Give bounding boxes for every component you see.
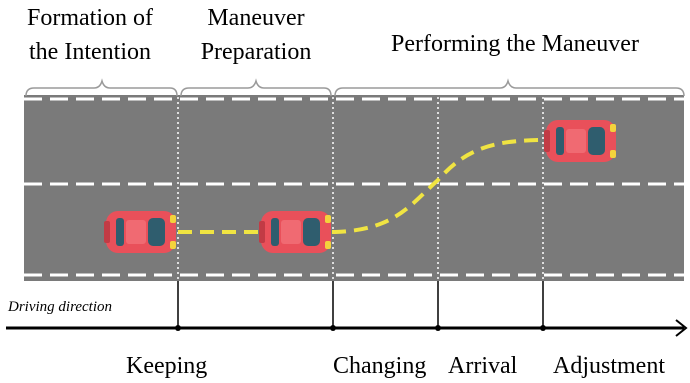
axis-markers: [175, 325, 546, 331]
phase-label-preparation-line2: Preparation: [200, 39, 312, 65]
car-final: [544, 120, 616, 162]
phase-label-formation-line1: Formation of: [27, 5, 153, 31]
phase-label-changing: Changing: [333, 353, 427, 379]
car-initial: [104, 211, 176, 253]
phase-braces: [25, 78, 685, 97]
car-prepared: [259, 211, 331, 253]
phase-label-formation-line2: the Intention: [29, 39, 151, 65]
brace-formation: [25, 78, 178, 97]
phase-label-arrival: Arrival: [448, 353, 518, 379]
phase-separators-axis: [177, 281, 544, 328]
phase-label-preparation-line1: Maneuver: [207, 5, 305, 31]
brace-preparation: [180, 78, 332, 97]
phase-label-adjustment: Adjustment: [553, 353, 665, 379]
trajectory-path: [178, 138, 546, 234]
phase-label-keeping: Keeping: [126, 353, 208, 379]
brace-performing: [334, 78, 685, 97]
phase-label-formation: Formation of the Intention: [4, 4, 176, 66]
phase-label-performing: Performing the Maneuver: [391, 31, 639, 57]
phase-separators-road: [177, 97, 544, 281]
direction-arrowhead: [675, 319, 688, 337]
phase-label-preparation: Maneuver Preparation: [180, 4, 332, 66]
driving-direction-label: Driving direction: [8, 299, 113, 315]
